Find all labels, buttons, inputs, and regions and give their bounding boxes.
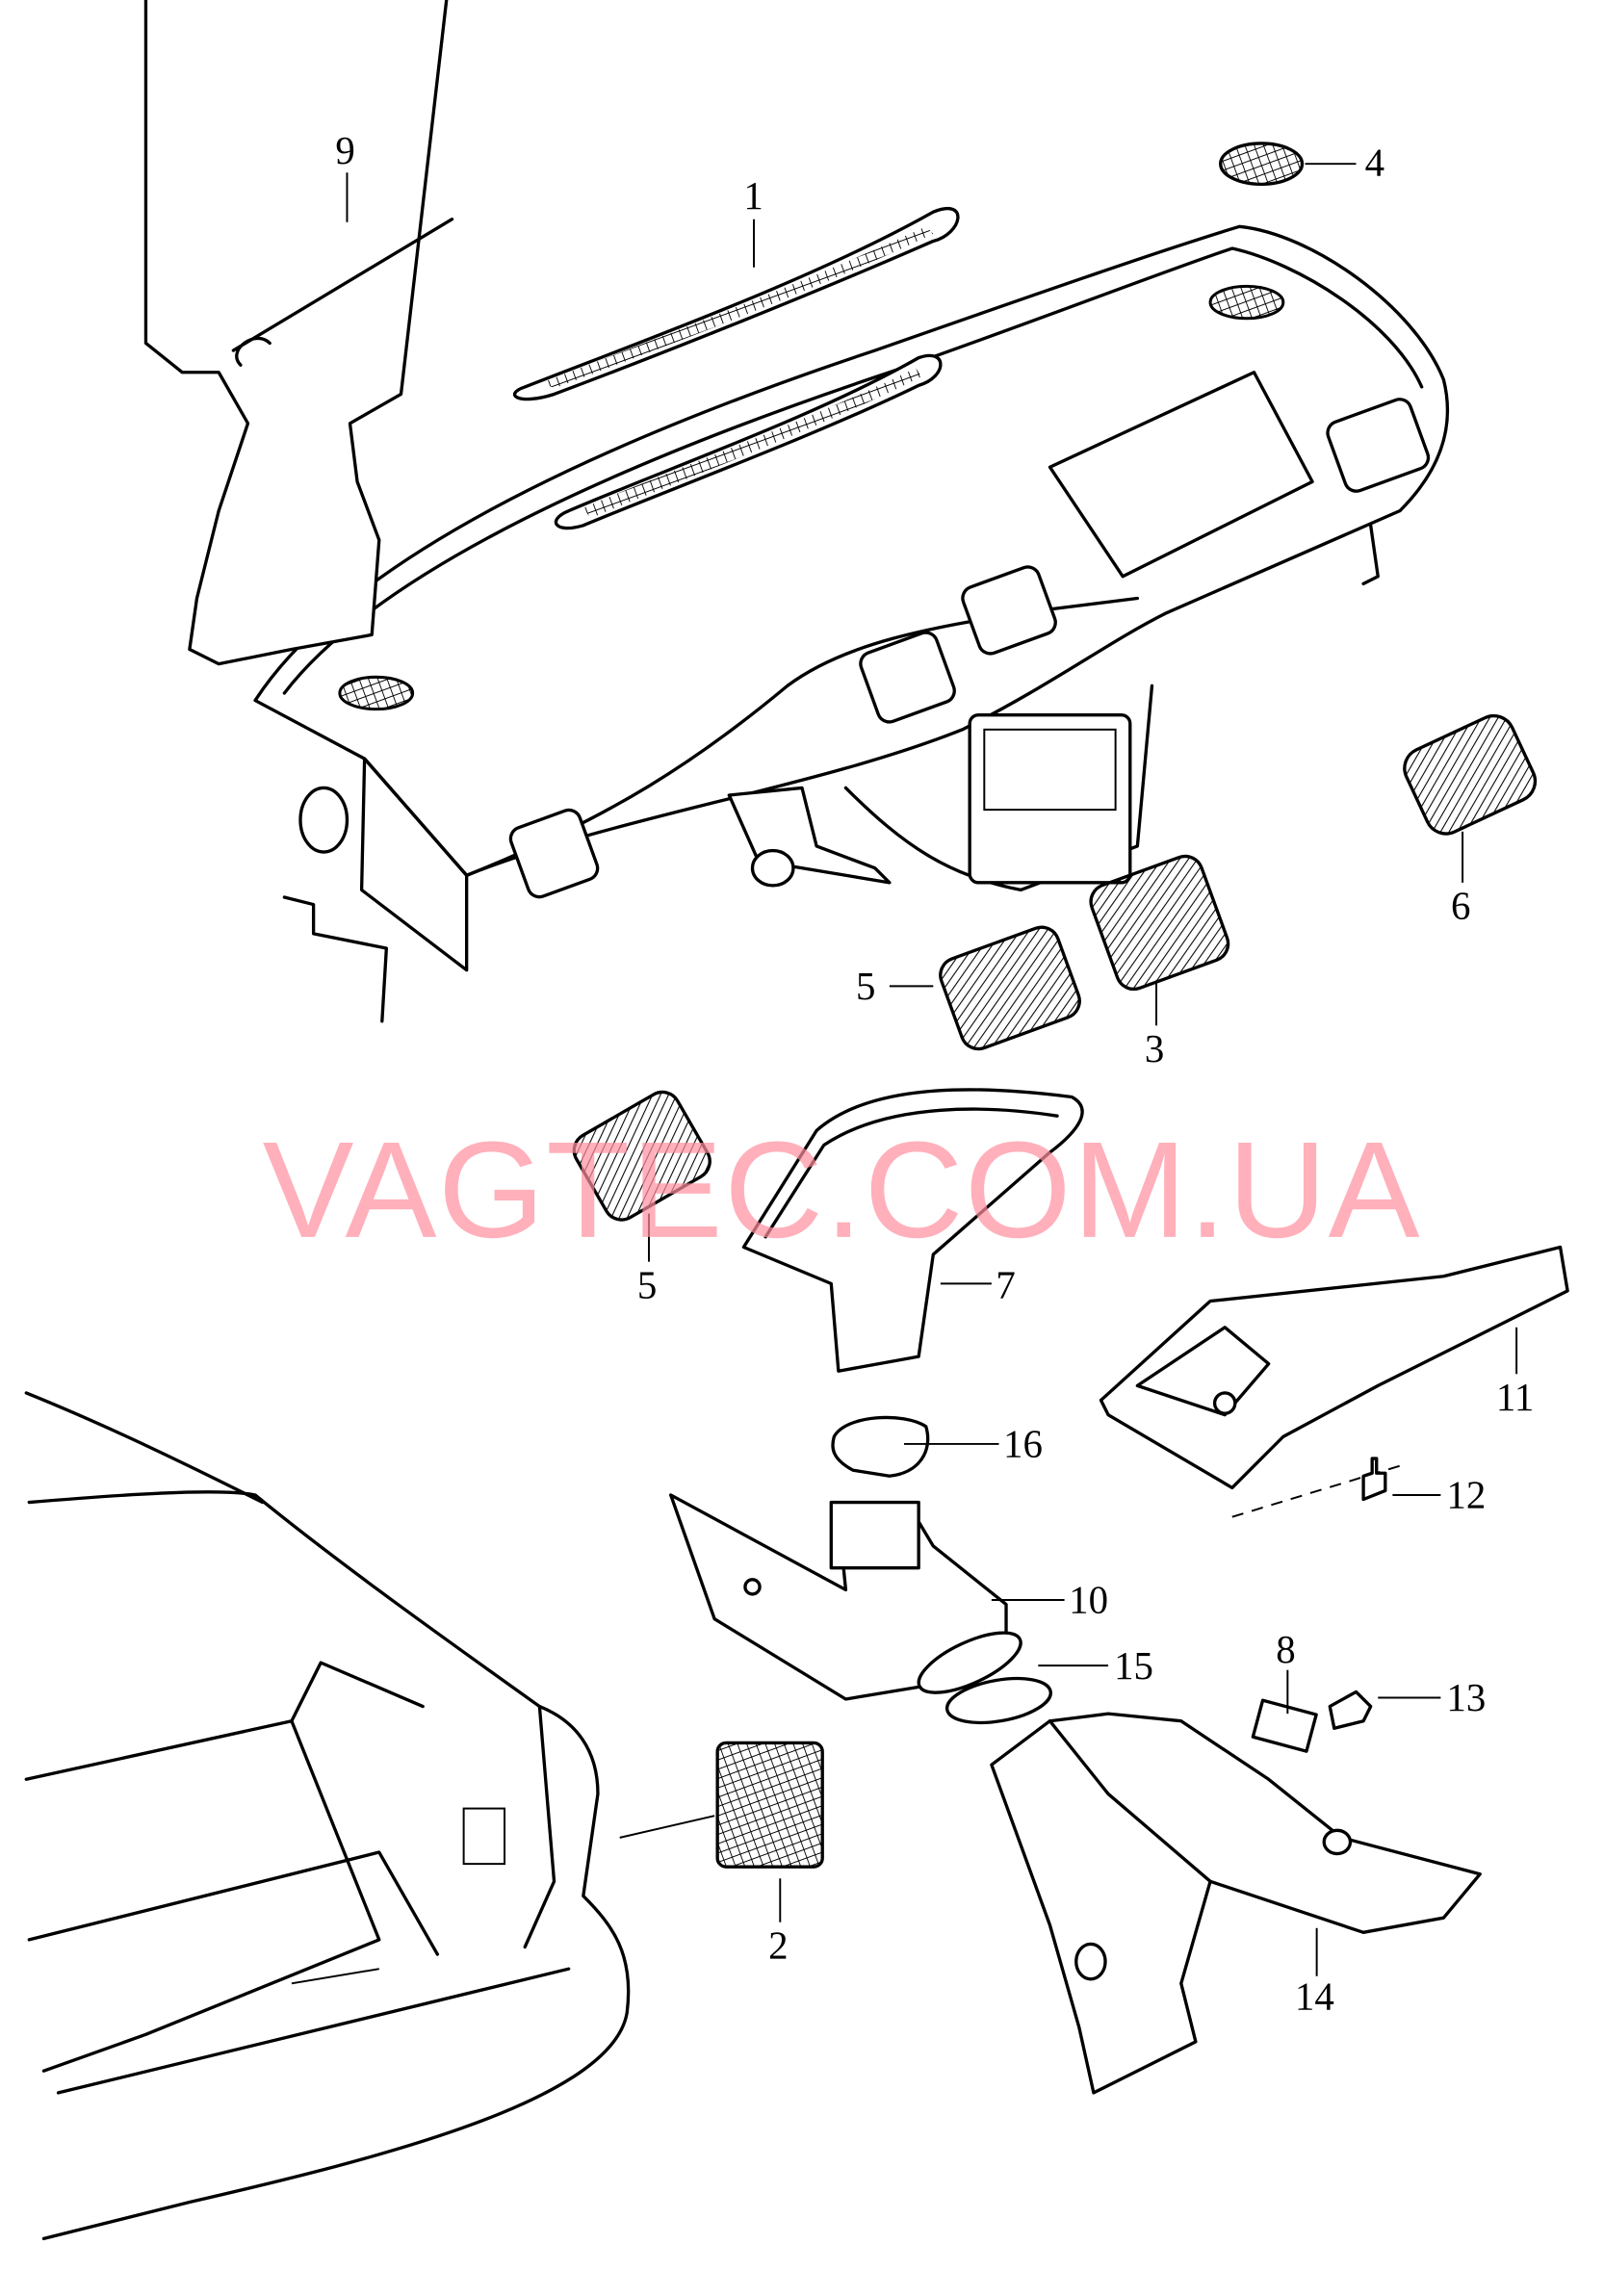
part-2-grille: [715, 1741, 824, 1869]
part-15-seal: [917, 1631, 1022, 1694]
callout-10: 10: [1069, 1579, 1108, 1622]
callout-16: 16: [1003, 1423, 1043, 1466]
callout-1: 1: [743, 174, 763, 218]
part-5-vent-lower: [572, 1090, 711, 1222]
part-4-cap: [1219, 142, 1305, 187]
dashboard-panel: [253, 206, 1449, 1023]
callout-6: 6: [1451, 885, 1470, 928]
callout-2: 2: [768, 1924, 788, 1968]
callout-5-upper: 5: [856, 965, 875, 1008]
part-8-clip: [1251, 1698, 1318, 1753]
leader-lines: [346, 163, 1518, 1976]
callout-11: 11: [1496, 1376, 1534, 1419]
part-16-gasket: [831, 1415, 930, 1478]
callout-7: 7: [996, 1263, 1015, 1306]
part-3-vent: [1089, 854, 1230, 992]
callout-8: 8: [1276, 1628, 1295, 1671]
part-12-bolt: [1361, 1457, 1387, 1502]
callout-13: 13: [1446, 1676, 1486, 1719]
callout-9: 9: [335, 129, 354, 172]
callout-12: 12: [1446, 1474, 1486, 1517]
part-9-duct: [143, 0, 449, 666]
callout-15: 15: [1114, 1644, 1153, 1688]
part-13-screw: [1328, 1690, 1373, 1730]
callout-5-lower: 5: [637, 1263, 657, 1306]
part-14-duct: [990, 1712, 1482, 2095]
part-6-vent: [1403, 713, 1538, 836]
watermark: VAGTEC.COM.UA: [263, 1114, 1421, 1267]
part-5-vent-upper: [939, 925, 1081, 1051]
car-rear-outline: [24, 1391, 631, 2241]
callout-14: 14: [1295, 1975, 1334, 2019]
callout-4: 4: [1365, 141, 1384, 184]
part-11-bracket: [1099, 1245, 1569, 1490]
part-7-duct: [741, 1088, 1084, 1373]
callout-3: 3: [1145, 1027, 1164, 1071]
